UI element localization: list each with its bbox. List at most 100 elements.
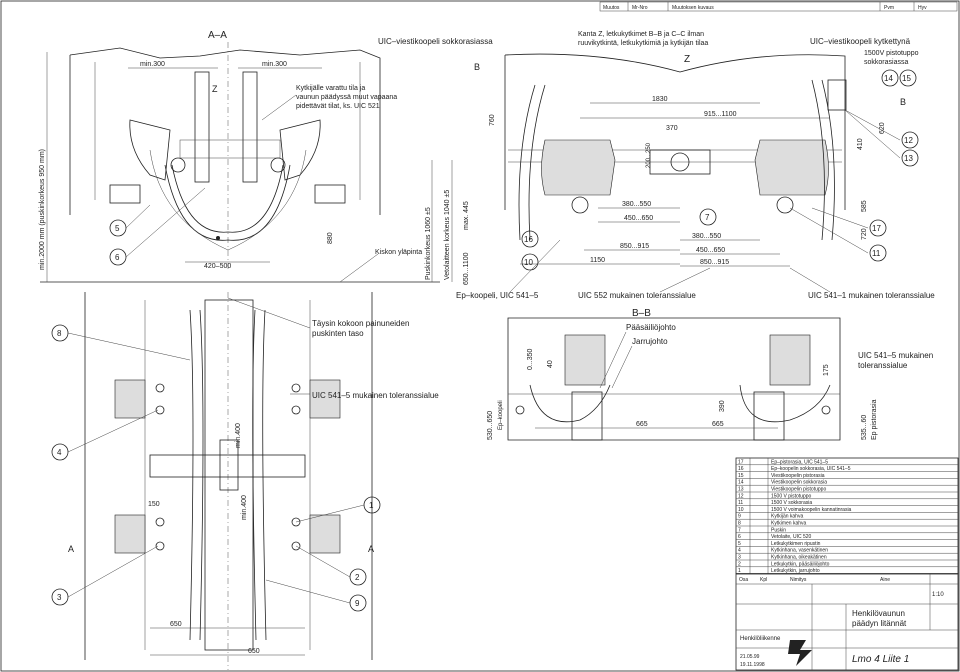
balloon-13: 13 bbox=[901, 149, 919, 167]
balloon-17: 17 bbox=[869, 219, 887, 237]
balloon-12: 12 bbox=[901, 131, 919, 149]
note-taysin-2: puskinten taso bbox=[312, 329, 364, 338]
balloon-2: 2 bbox=[295, 545, 367, 586]
note-uic-viesti: UIC–viestikoopeli sokkorasiassa bbox=[378, 37, 493, 46]
tb-h-kpl: Kpl bbox=[760, 577, 767, 583]
view-aa-title: A–A bbox=[208, 30, 227, 41]
svg-text:13: 13 bbox=[904, 154, 913, 163]
parts-row-name: 1500 V pistotuppo bbox=[771, 493, 812, 499]
svg-text:3: 3 bbox=[57, 593, 62, 602]
tb-company: Henkilöliikenne bbox=[740, 636, 781, 642]
balloon-6: 6 bbox=[109, 187, 206, 266]
dim-390: 390 bbox=[719, 400, 726, 412]
dim-min400-1: min.400 bbox=[235, 423, 242, 448]
balloon-3: 3 bbox=[51, 545, 159, 606]
svg-text:11: 11 bbox=[872, 249, 881, 258]
parts-row-name: Kytkinhana, oikeakätinen bbox=[771, 555, 827, 561]
view-bb-title: B–B bbox=[632, 308, 651, 319]
parts-row-no: 6 bbox=[738, 534, 741, 540]
parts-row-no: 14 bbox=[738, 480, 744, 486]
note-kanta-z-1: Kanta Z, letkukytkimet B–B ja C–C ilman bbox=[578, 31, 704, 38]
note-paasailio: Pääsäiliöjohto bbox=[626, 323, 676, 332]
view-z: UIC–viestikoopeli sokkorasiassa Kanta Z,… bbox=[378, 31, 935, 300]
parts-row-no: 7 bbox=[738, 527, 741, 533]
balloon-1: 1 bbox=[295, 496, 381, 523]
dim-880: 880 bbox=[327, 232, 334, 244]
dim-585: 585 bbox=[861, 200, 868, 212]
dim-min300-left: min.300 bbox=[140, 61, 165, 68]
header-c3: Muutoksen kuvaus bbox=[672, 5, 714, 11]
dim-410: 410 bbox=[857, 138, 864, 150]
svg-text:16: 16 bbox=[524, 235, 533, 244]
svg-text:6: 6 bbox=[115, 253, 120, 262]
revision-header: Muutos Mr-Nro Muutoksen kuvaus Pvm Hyv bbox=[599, 1, 958, 12]
parts-row-no: 4 bbox=[738, 548, 741, 554]
note-uic541-5c: toleranssialue bbox=[858, 361, 908, 370]
parts-row-name: Kytkinhana, vasenkätinen bbox=[771, 548, 828, 554]
parts-row-name: Letkukytkin, pääsäiliöjohto bbox=[771, 561, 830, 567]
svg-text:14: 14 bbox=[884, 74, 893, 83]
svg-text:7: 7 bbox=[705, 213, 710, 222]
dim-720: 720 bbox=[861, 228, 868, 240]
parts-row-no: 11 bbox=[738, 500, 743, 506]
dim-620: 620 bbox=[879, 122, 886, 134]
parts-row-no: 13 bbox=[738, 487, 744, 493]
dim-200: 200...250 bbox=[646, 142, 652, 168]
parts-row-no: 1 bbox=[738, 568, 741, 574]
note-ep-koopeli: Ep–koopeli, UIC 541–5 bbox=[456, 291, 539, 300]
header-c2: Mr-Nro bbox=[632, 5, 648, 11]
dim-150: 150 bbox=[148, 501, 160, 508]
parts-row-no: 16 bbox=[738, 466, 744, 472]
note-kytkijalle-1: Kytkijälle varattu tila ja bbox=[296, 85, 365, 92]
balloon-14: 14 bbox=[881, 69, 899, 87]
view-z-title: Z bbox=[684, 54, 690, 65]
note-jarrujohto: Jarrujohto bbox=[632, 337, 668, 346]
note-1500v-1: 1500V pistotuppo bbox=[864, 50, 919, 57]
parts-row-no: 8 bbox=[738, 521, 741, 527]
note-kiskon: Kiskon yläpinta bbox=[375, 249, 422, 256]
parts-row-name: Viestikoopelin pistorasia bbox=[771, 473, 825, 479]
balloon-4: 4 bbox=[51, 409, 159, 461]
dim-650-1100: 650...1100 bbox=[463, 252, 470, 285]
balloon-7: 7 bbox=[699, 208, 717, 226]
note-kanta-z-2: ruuvikytkintä, letkukytkimiä ja kytkijän… bbox=[578, 40, 708, 47]
parts-row-name: Puskin bbox=[771, 527, 786, 533]
dim-1830: 1830 bbox=[652, 96, 668, 103]
tb-title-2: päädyn litännät bbox=[852, 619, 907, 628]
dim-380b: 380...550 bbox=[692, 233, 721, 240]
parts-row-no: 17 bbox=[738, 459, 744, 465]
tb-scale: 1:10 bbox=[932, 592, 944, 598]
tb-title-1: Henkilövaunun bbox=[852, 609, 905, 618]
balloon-9: 9 bbox=[265, 579, 367, 612]
balloon-8: 8 bbox=[51, 324, 191, 361]
svg-text:5: 5 bbox=[115, 224, 120, 233]
dim-420: 420–500 bbox=[204, 263, 231, 270]
balloon-11: 11 bbox=[869, 244, 887, 262]
dim-370: 370 bbox=[666, 125, 678, 132]
view-plan: min.400 min.400 150 650 650 A A Täysin k… bbox=[51, 292, 439, 670]
dim-1150: 1150 bbox=[590, 257, 605, 264]
dim-535: 535...60 bbox=[861, 415, 868, 440]
note-uic541-1: UIC 541–1 mukainen toleranssialue bbox=[808, 291, 935, 300]
view-z-marker-a: Z bbox=[212, 84, 218, 94]
dim-850: 850...915 bbox=[620, 243, 649, 250]
dim-915: 915...1100 bbox=[704, 111, 737, 118]
tb-date-1: 19.11.1998 bbox=[740, 662, 765, 668]
dim-max445: max. 445 bbox=[463, 201, 470, 230]
note-kytkijalle-3: pidettävät tilat, ks. UIC 521 bbox=[296, 103, 380, 110]
note-ep-koopeli-2: Ep–koopeli bbox=[498, 400, 504, 430]
svg-text:12: 12 bbox=[904, 136, 913, 145]
svg-text:1: 1 bbox=[369, 501, 374, 510]
tb-h-pos: Osa bbox=[739, 577, 748, 583]
parts-row-no: 3 bbox=[738, 555, 741, 561]
header-c5: Hyv bbox=[918, 5, 927, 11]
dim-40: 40 bbox=[547, 360, 554, 368]
section-a-left: A bbox=[68, 544, 74, 554]
parts-row-name: Vetolaite, UIC 520 bbox=[771, 534, 812, 540]
dim-1040: Vetolaitteen korkeus 1040 ±5 bbox=[444, 190, 451, 280]
section-b-right: B bbox=[900, 97, 906, 107]
tb-date-2: 21.05.99 bbox=[740, 654, 760, 660]
parts-list-frame bbox=[735, 457, 959, 574]
dim-665a: 665 bbox=[636, 421, 648, 428]
